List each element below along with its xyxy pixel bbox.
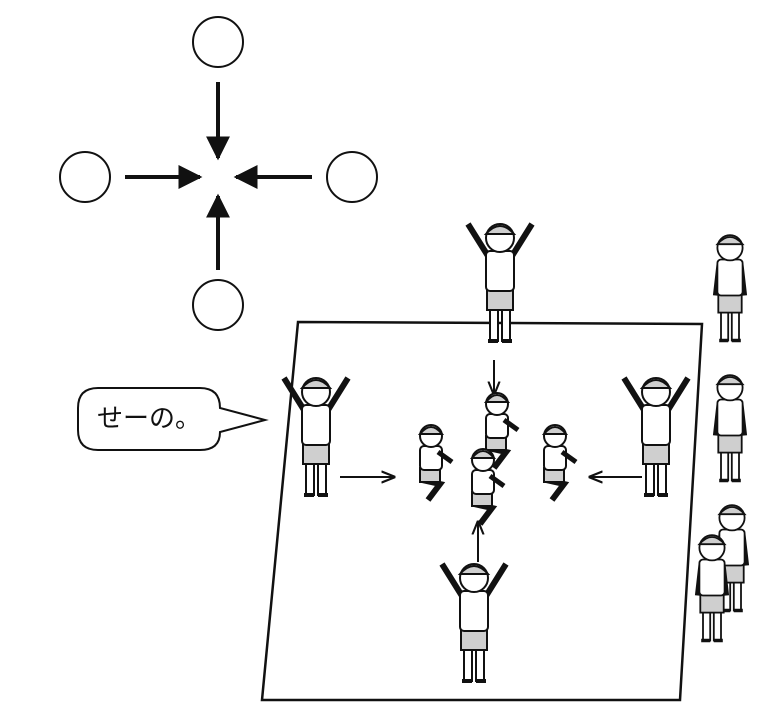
position-circle-right	[326, 151, 378, 203]
mat	[260, 320, 704, 702]
waiting-person-4	[694, 534, 730, 643]
position-circle-bottom	[192, 279, 244, 331]
mat-arrows	[340, 360, 642, 562]
person-top	[465, 222, 535, 343]
person-left	[281, 376, 351, 497]
person-bottom	[439, 562, 509, 683]
position-circle-top	[192, 16, 244, 68]
waiting-person-1	[712, 234, 748, 343]
person-center-right	[541, 424, 578, 502]
person-center-top	[483, 392, 520, 470]
people	[281, 222, 750, 683]
speech-bubble-text: せーの。	[96, 404, 201, 434]
speech-bubble	[77, 387, 269, 451]
formation-diagram	[59, 16, 378, 331]
position-circle-left	[59, 151, 111, 203]
waiting-person-2	[712, 374, 748, 483]
person-center-bottom	[469, 448, 506, 526]
person-center-left	[417, 424, 454, 502]
person-right	[621, 376, 691, 497]
